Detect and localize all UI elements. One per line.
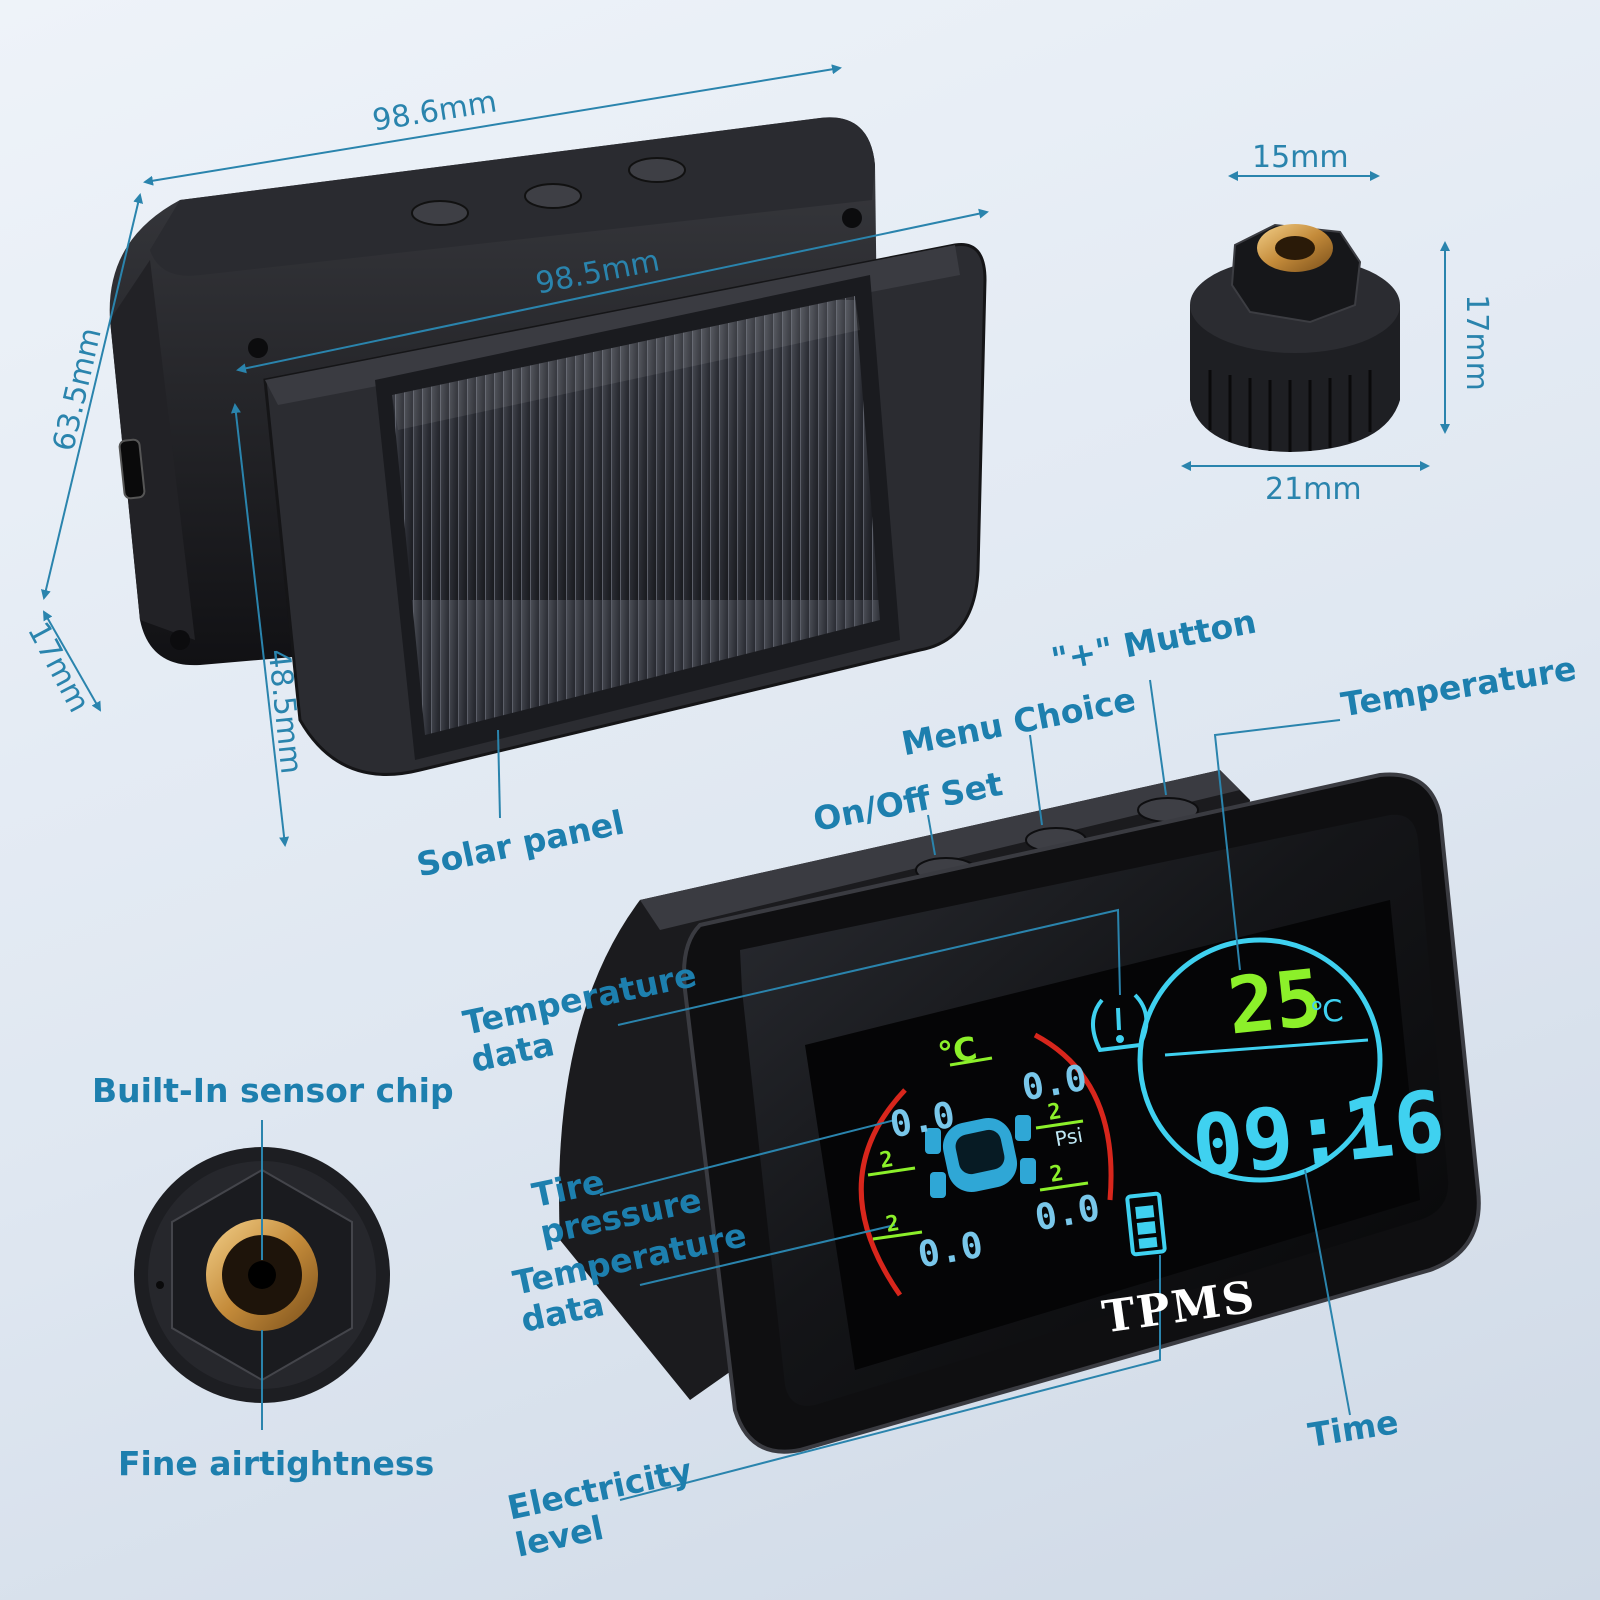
tire-sensor-front (134, 1147, 390, 1403)
display-celsius-badge: ℃ (934, 1028, 980, 1074)
dim-sensor-base-width: 21mm (1265, 472, 1362, 507)
callout-lines (261, 679, 1351, 1501)
display-temperature-unit: ℃ (1308, 993, 1346, 1032)
tpms-warning-icon (1091, 993, 1149, 1053)
dim-sensor-top-width: 15mm (1252, 140, 1349, 175)
dimension-lines (40, 64, 1450, 847)
dim-sensor-height: 17mm (1458, 294, 1494, 391)
tpms-monitor-front (559, 770, 1481, 1454)
battery-icon (1125, 1191, 1167, 1257)
callout-fine-airtightness: Fine airtightness (118, 1444, 435, 1483)
car-top-view-icon (925, 1115, 1036, 1198)
solar-panel (375, 275, 900, 760)
display-pressure-unit: Psi (1053, 1122, 1085, 1152)
callout-built-in-sensor-chip: Built-In sensor chip (92, 1071, 454, 1110)
tire-sensor-side (1190, 223, 1400, 452)
solar-monitor-back (109, 117, 987, 776)
